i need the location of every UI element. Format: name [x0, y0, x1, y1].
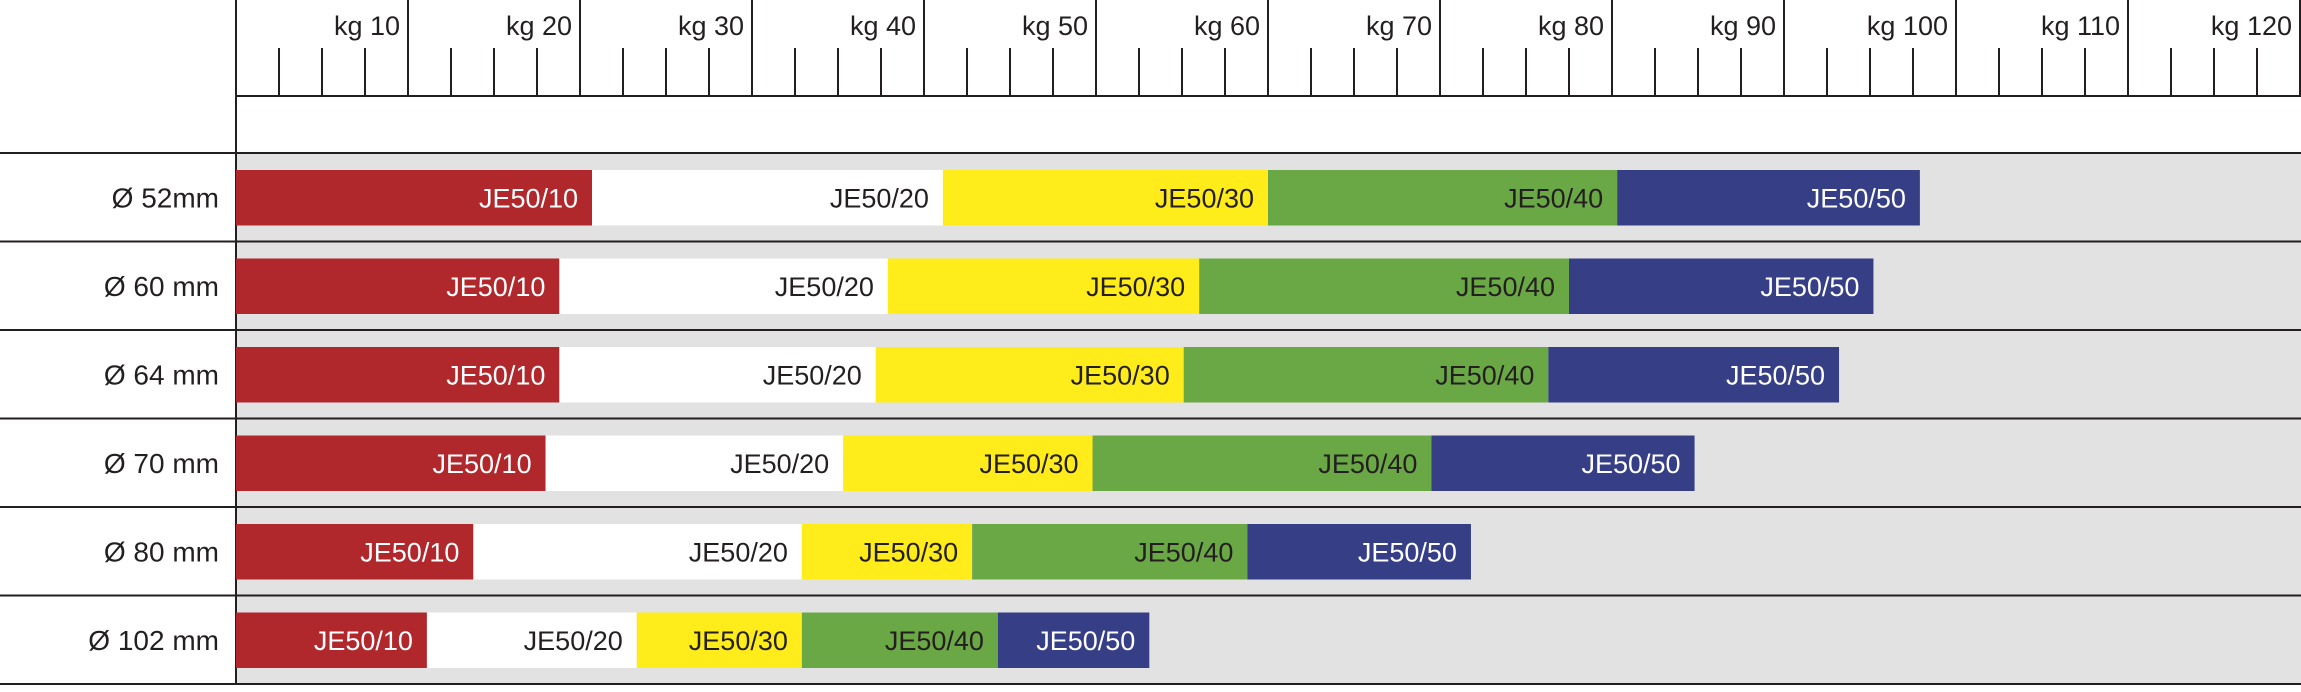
tick-label: kg 80 — [1538, 11, 1604, 41]
bar-segment — [636, 612, 802, 668]
bar-segment — [592, 170, 943, 226]
bar-segment — [473, 524, 802, 580]
tick-label: kg 20 — [506, 11, 572, 41]
segment-label: JE50/10 — [446, 360, 545, 390]
tick-label: kg 110 — [2041, 11, 2120, 41]
bar-segment — [236, 612, 427, 668]
segment-label: JE50/20 — [689, 537, 788, 567]
row-label: Ø 52mm — [112, 182, 219, 213]
bar-segment — [1431, 435, 1695, 491]
segment-label: JE50/40 — [1134, 537, 1233, 567]
row-label: Ø 70 mm — [104, 448, 219, 479]
bar-segment — [1199, 258, 1569, 314]
segment-label: JE50/40 — [1318, 449, 1417, 479]
bar-segment — [1268, 170, 1618, 226]
segment-label: JE50/40 — [1435, 360, 1534, 390]
bar-segment — [801, 612, 998, 668]
tick-label: kg 70 — [1366, 11, 1432, 41]
bar-segment — [1548, 347, 1840, 403]
segment-label: JE50/30 — [1071, 360, 1170, 390]
bar-segment — [545, 435, 844, 491]
segment-label: JE50/10 — [479, 183, 578, 213]
bar-segment — [426, 612, 637, 668]
segment-label: JE50/30 — [979, 449, 1078, 479]
segment-label: JE50/30 — [689, 626, 788, 656]
segment-label: JE50/10 — [446, 272, 545, 302]
bar-segment — [1247, 524, 1471, 580]
bar-segment — [875, 347, 1184, 403]
segment-label: JE50/40 — [885, 626, 984, 656]
bar-segment — [559, 258, 888, 314]
bar-segment — [843, 435, 1093, 491]
segment-label: JE50/40 — [1504, 183, 1603, 213]
tick-label: kg 10 — [334, 11, 400, 41]
segment-label: JE50/20 — [775, 272, 874, 302]
tick-label: kg 120 — [2211, 11, 2292, 41]
tick-label: kg 40 — [850, 11, 916, 41]
segment-label: JE50/20 — [524, 626, 623, 656]
bar-segment — [942, 170, 1268, 226]
segment-label: JE50/20 — [763, 360, 862, 390]
row-label: Ø 60 mm — [104, 271, 219, 302]
bar-segment — [236, 170, 593, 226]
bar-segment — [559, 347, 876, 403]
bar-segment — [236, 524, 474, 580]
segment-label: JE50/20 — [830, 183, 929, 213]
segment-label: JE50/10 — [360, 537, 459, 567]
tick-label: kg 90 — [1710, 11, 1776, 41]
segment-label: JE50/30 — [1155, 183, 1254, 213]
bar-segment — [1183, 347, 1549, 403]
segment-label: JE50/30 — [859, 537, 958, 567]
bar-segment — [801, 524, 973, 580]
segment-label: JE50/50 — [1358, 537, 1457, 567]
tick-label: kg 30 — [678, 11, 744, 41]
segment-label: JE50/20 — [730, 449, 829, 479]
row-label: Ø 64 mm — [104, 359, 219, 390]
bar-segment — [1092, 435, 1432, 491]
segment-label: JE50/50 — [1581, 449, 1680, 479]
bar-segment — [1569, 258, 1874, 314]
tick-label: kg 60 — [1194, 11, 1260, 41]
segment-label: JE50/50 — [1760, 272, 1859, 302]
tick-label: kg 50 — [1022, 11, 1088, 41]
bar-segment — [236, 347, 560, 403]
segment-label: JE50/50 — [1036, 626, 1135, 656]
segment-label: JE50/10 — [433, 449, 532, 479]
segment-label: JE50/50 — [1726, 360, 1825, 390]
row-label: Ø 80 mm — [104, 536, 219, 567]
bar-segment — [236, 258, 560, 314]
bar-segment — [236, 435, 546, 491]
bar-segment — [972, 524, 1248, 580]
bar-segment — [997, 612, 1150, 668]
segment-label: JE50/30 — [1086, 272, 1185, 302]
segment-label: JE50/50 — [1807, 183, 1906, 213]
segment-label: JE50/40 — [1456, 272, 1555, 302]
segment-label: JE50/10 — [314, 626, 413, 656]
bar-segment — [887, 258, 1200, 314]
bar-segment — [1617, 170, 1920, 226]
tick-label: kg 100 — [1867, 11, 1948, 41]
row-label: Ø 102 mm — [88, 625, 219, 656]
